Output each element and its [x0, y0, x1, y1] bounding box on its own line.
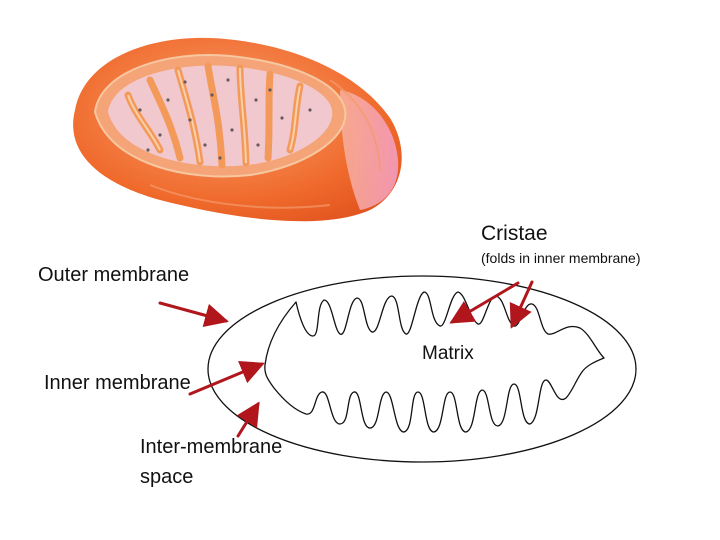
intermembrane-label-line2: space [140, 466, 194, 488]
inner-membrane-label: Inner membrane [44, 372, 191, 394]
arrow-inner-membrane [188, 361, 265, 396]
mito-cristae-highlights [127, 67, 301, 164]
arrow-cristae-left [449, 281, 520, 324]
intermembrane-label-line1: Inter-membrane [140, 436, 283, 458]
arrow-outer-membrane [158, 301, 229, 328]
mito-end-cap [340, 90, 399, 210]
cristae-note-label: (folds in inner membrane) [481, 250, 641, 266]
mito-shell-ridges [149, 79, 381, 209]
mito-granules [138, 78, 312, 160]
annotation-arrows [158, 280, 534, 438]
matrix-label: Matrix [422, 343, 474, 364]
cristae-label: Cristae [481, 222, 548, 245]
mitochondrion-illustration [73, 37, 402, 222]
outer-membrane-label: Outer membrane [38, 264, 190, 286]
arrow-cristae-right [509, 280, 534, 329]
intermembrane-space-label: Inter-membrane space [140, 432, 282, 492]
arrow-intermembrane-space [236, 401, 260, 438]
inner-membrane-outline [264, 291, 605, 433]
outer-membrane-outline [207, 275, 637, 463]
